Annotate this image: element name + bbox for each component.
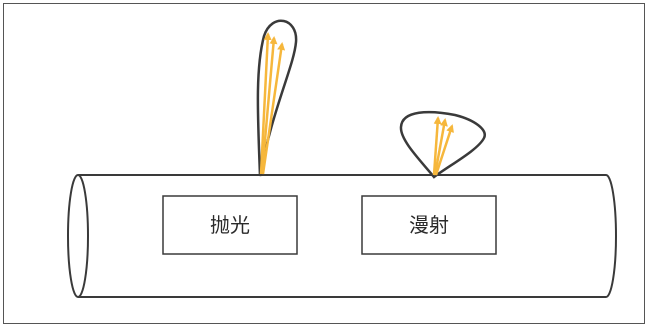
diffuse-ray-1 (432, 116, 442, 176)
outer-border (3, 3, 645, 324)
diffuse-label: 漫射 (409, 213, 449, 237)
cylinder-left-end (67, 174, 89, 298)
polished-label-box (162, 195, 298, 255)
polished-label: 抛光 (210, 213, 250, 237)
diffuse-reflection-lobe (399, 110, 486, 179)
diffuse-ray-2 (433, 118, 448, 176)
diffuse-label-box (361, 195, 497, 255)
polished-ray-2 (260, 36, 278, 175)
diffuse-ray-3 (434, 124, 454, 176)
cylinder-body (78, 174, 606, 298)
polished-ray-3 (261, 42, 286, 175)
cylinder-right-end (605, 174, 617, 298)
polished-ray-1 (259, 32, 272, 175)
